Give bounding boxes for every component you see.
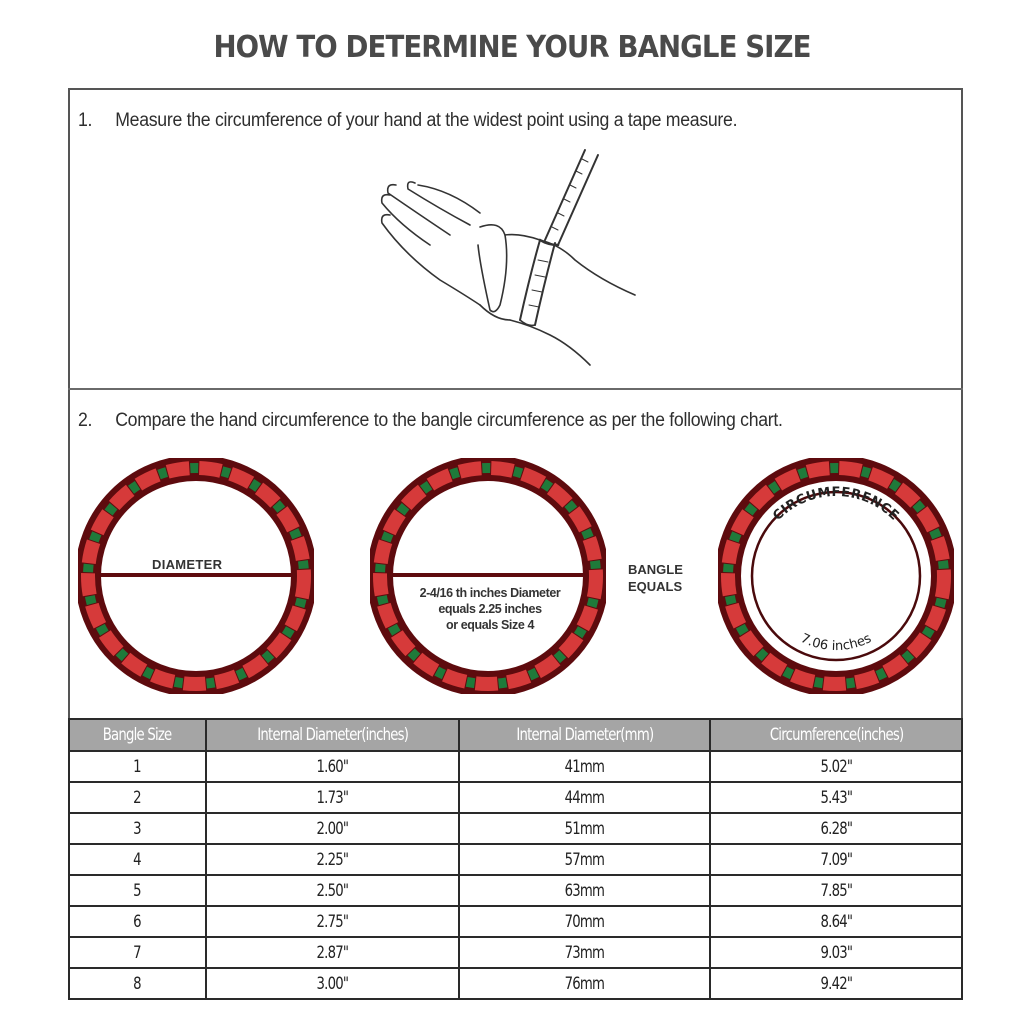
table-row: 8 3.00" 76mm 9.42" — [68, 967, 963, 1000]
table-row: 7 2.87" 73mm 9.03" — [68, 936, 963, 969]
cell-diameter-mm: 41mm — [458, 750, 712, 783]
bangle-circumference-diagram-icon: CIRCUMFERENCE 7.06 inches — [718, 458, 954, 694]
cell-circumference: 6.28" — [709, 812, 963, 845]
cell-diameter-mm: 51mm — [458, 812, 712, 845]
circumference-value: 7.06 inches — [798, 631, 874, 654]
cell-size: 3 — [68, 812, 207, 845]
bangle-equals-line-2: EQUALS — [628, 579, 683, 594]
cell-diameter-inches: 2.87" — [204, 936, 461, 969]
diameter-label: DIAMETER — [152, 557, 223, 572]
cell-diameter-inches: 2.25" — [204, 843, 461, 876]
svg-text:7.06 inches: 7.06 inches — [798, 631, 874, 654]
cell-size: 5 — [68, 874, 207, 907]
cell-diameter-mm: 70mm — [458, 905, 712, 938]
cell-diameter-mm: 57mm — [458, 843, 712, 876]
table-row: 3 2.00" 51mm 6.28" — [68, 812, 963, 845]
table-row: 6 2.75" 70mm 8.64" — [68, 905, 963, 938]
instructions-frame — [68, 88, 963, 718]
section-divider — [68, 388, 963, 390]
cell-size: 7 — [68, 936, 207, 969]
cell-diameter-inches: 2.00" — [204, 812, 461, 845]
bangle-size-example-diagram-icon — [370, 458, 606, 694]
size-example-label: 2-4/16 th inches Diameter equals 2.25 in… — [395, 585, 585, 633]
step-2: 2. Compare the hand circumference to the … — [78, 410, 783, 432]
step-text: Compare the hand circumference to the ba… — [115, 410, 783, 431]
cell-diameter-inches: 1.60" — [204, 750, 461, 783]
cell-diameter-mm: 44mm — [458, 781, 712, 814]
step-text: Measure the circumference of your hand a… — [115, 110, 738, 131]
cell-circumference: 5.02" — [709, 750, 963, 783]
step-number: 2. — [78, 410, 93, 431]
cell-circumference: 8.64" — [709, 905, 963, 938]
cell-diameter-inches: 2.50" — [204, 874, 461, 907]
bangle-equals-line-1: BANGLE — [628, 562, 683, 577]
header-circumference: Circumference(inches) — [709, 718, 963, 752]
cell-circumference: 5.43" — [709, 781, 963, 814]
cell-size: 4 — [68, 843, 207, 876]
cell-diameter-inches: 3.00" — [204, 967, 461, 1000]
cell-circumference: 9.03" — [709, 936, 963, 969]
example-line-2: equals 2.25 inches — [438, 602, 542, 616]
cell-diameter-inches: 2.75" — [204, 905, 461, 938]
hand-measure-illustration-icon — [380, 149, 636, 366]
table-row: 2 1.73" 44mm 5.43" — [68, 781, 963, 814]
page-title: HOW TO DETERMINE YOUR BANGLE SIZE — [213, 30, 811, 65]
bangle-diameter-diagram-icon — [78, 458, 314, 694]
cell-diameter-mm: 73mm — [458, 936, 712, 969]
bangle-size-table: Bangle Size Internal Diameter(inches) In… — [68, 718, 963, 1000]
example-line-1: 2-4/16 th inches Diameter — [419, 586, 561, 600]
cell-diameter-mm: 63mm — [458, 874, 712, 907]
cell-size: 6 — [68, 905, 207, 938]
step-1: 1. Measure the circumference of your hand… — [78, 110, 738, 132]
cell-circumference: 7.85" — [709, 874, 963, 907]
header-diameter-mm: Internal Diameter(mm) — [458, 718, 712, 752]
table-row: 1 1.60" 41mm 5.02" — [68, 750, 963, 783]
cell-circumference: 9.42" — [709, 967, 963, 1000]
cell-circumference: 7.09" — [709, 843, 963, 876]
cell-size: 2 — [68, 781, 207, 814]
table-row: 4 2.25" 57mm 7.09" — [68, 843, 963, 876]
table-row: 5 2.50" 63mm 7.85" — [68, 874, 963, 907]
cell-size: 1 — [68, 750, 207, 783]
header-bangle-size: Bangle Size — [68, 718, 207, 752]
cell-diameter-inches: 1.73" — [204, 781, 461, 814]
bangle-equals-label: BANGLE EQUALS — [628, 561, 683, 595]
cell-diameter-mm: 76mm — [458, 967, 712, 1000]
table-header-row: Bangle Size Internal Diameter(inches) In… — [68, 718, 963, 752]
header-diameter-inches: Internal Diameter(inches) — [204, 718, 461, 752]
step-number: 1. — [78, 110, 93, 131]
example-line-3: or equals Size 4 — [445, 618, 535, 632]
cell-size: 8 — [68, 967, 207, 1000]
